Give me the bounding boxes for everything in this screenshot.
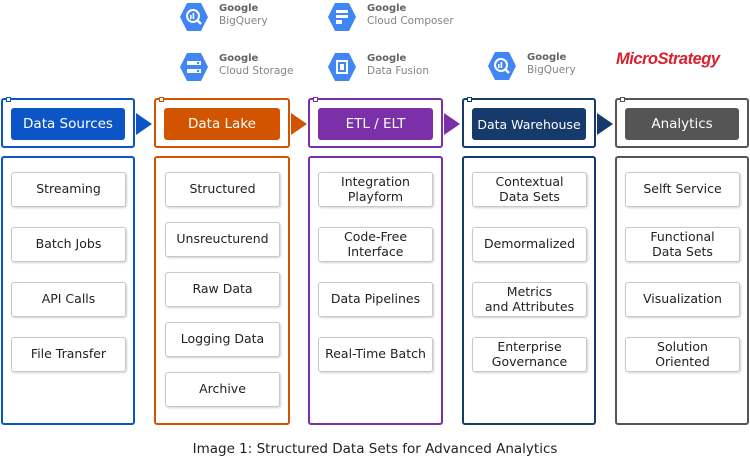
list-item: Batch Jobs xyxy=(11,227,126,262)
stage-title-etl-elt: ETL / ELT xyxy=(318,108,433,140)
list-item: Archive xyxy=(165,372,280,407)
service-brand: Google xyxy=(219,53,259,64)
service-product: Data Fusion xyxy=(367,65,429,77)
list-item: Contextual Data Sets xyxy=(472,172,587,207)
data-fusion-icon xyxy=(328,53,356,81)
list-item: File Transfer xyxy=(11,337,126,372)
service-brand: Google xyxy=(527,52,567,63)
bigquery-icon xyxy=(180,3,208,31)
column-data-lake: Structured Unsreucturend Raw Data Loggin… xyxy=(154,156,290,425)
column-etl-elt: Integration Playform Code-Free Interface… xyxy=(308,156,443,425)
list-item: Code-Free Interface xyxy=(318,227,433,262)
list-item: Structured xyxy=(165,172,280,207)
column-analytics: Selft Service Functional Data Sets Visua… xyxy=(615,156,749,425)
flow-arrow-icon xyxy=(291,113,307,135)
service-product: Cloud Storage xyxy=(219,65,294,77)
list-item: Solution Oriented xyxy=(625,337,740,372)
service-brand: Google xyxy=(367,3,407,14)
list-item: Streaming xyxy=(11,172,126,207)
flow-arrow-icon xyxy=(444,113,460,135)
list-item: Metrics and Attributes xyxy=(472,282,587,317)
flow-arrow-icon xyxy=(597,113,613,135)
service-product: Cloud Composer xyxy=(367,15,454,27)
list-item: Unsreucturend xyxy=(165,222,280,257)
list-item: API Calls xyxy=(11,282,126,317)
bigquery-icon xyxy=(488,52,516,80)
service-brand: Google xyxy=(367,53,407,64)
flow-arrow-icon xyxy=(136,113,152,135)
figure-caption: Image 1: Structured Data Sets for Advanc… xyxy=(192,441,558,457)
list-item: Raw Data xyxy=(165,272,280,307)
list-item: Integration Playform xyxy=(318,172,433,207)
list-item: Data Pipelines xyxy=(318,282,433,317)
list-item: Selft Service xyxy=(625,172,740,207)
cloud-composer-icon xyxy=(328,3,356,31)
list-item: Real-Time Batch xyxy=(318,337,433,372)
stage-title-data-sources: Data Sources xyxy=(11,108,125,140)
list-item: Visualization xyxy=(625,282,740,317)
service-product: BigQuery xyxy=(219,15,268,27)
list-item: Demormalized xyxy=(472,227,587,262)
list-item: Functional Data Sets xyxy=(625,227,740,262)
column-data-sources: Streaming Batch Jobs API Calls File Tran… xyxy=(1,156,135,425)
cloud-storage-icon xyxy=(180,53,208,81)
column-data-warehouse: Contextual Data Sets Demormalized Metric… xyxy=(462,156,596,425)
service-brand: Google xyxy=(219,3,259,14)
service-product: BigQuery xyxy=(527,64,576,76)
stage-title-data-warehouse: Data Warehouse xyxy=(472,108,586,140)
stage-title-data-lake: Data Lake xyxy=(164,108,280,140)
list-item: Logging Data xyxy=(165,322,280,357)
microstrategy-logo: MicroStrategy xyxy=(616,50,720,68)
stage-title-analytics: Analytics xyxy=(625,108,739,140)
list-item: Enterprise Governance xyxy=(472,337,587,372)
